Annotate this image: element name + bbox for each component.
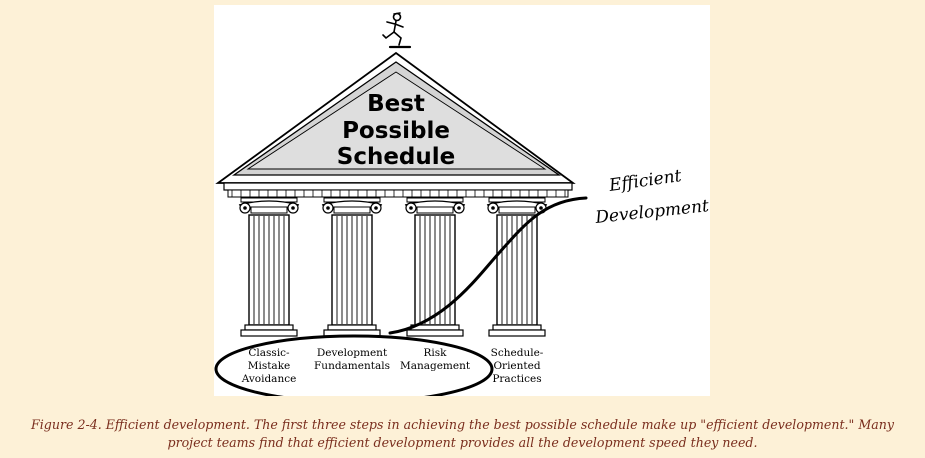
pillar-4-label-line-1: Schedule- bbox=[491, 347, 544, 359]
caption-line-1: Figure 2-4. Efficient development. The f… bbox=[31, 417, 894, 432]
pillar-2-label-line-1: Development bbox=[317, 347, 388, 359]
column-3 bbox=[404, 197, 466, 337]
pillar-2-label-line-2: Fundamentals bbox=[314, 360, 390, 372]
pediment-title-line-3: Schedule bbox=[337, 144, 456, 170]
temple-diagram: Best Possible Schedule Classic-MistakeAv… bbox=[214, 12, 710, 396]
pillar-1-label-line-3: Avoidance bbox=[241, 373, 297, 385]
pediment-title-line-2: Possible bbox=[342, 118, 450, 144]
figure-caption: Figure 2-4. Efficient development. The f… bbox=[10, 416, 915, 452]
pillar-4-label-line-3: Practices bbox=[492, 373, 541, 385]
column-1 bbox=[238, 197, 300, 337]
script-label-line-1: Efficient bbox=[607, 166, 683, 196]
efficient-development-ellipse bbox=[214, 334, 494, 396]
pillar-1-label-line-2: Mistake bbox=[248, 360, 291, 372]
column-2 bbox=[321, 197, 383, 337]
entablature bbox=[223, 182, 573, 198]
pillar-4-label-line-2: Oriented bbox=[493, 360, 540, 372]
pillar-3-label-line-1: Risk bbox=[423, 347, 447, 359]
pillar-3-label-line-2: Management bbox=[400, 360, 471, 372]
pediment bbox=[215, 51, 576, 184]
pediment-title-line-1: Best bbox=[367, 91, 425, 117]
caption-line-2: project teams find that efficient develo… bbox=[167, 435, 758, 450]
pillar-1-label-line-1: Classic- bbox=[248, 347, 290, 359]
columns bbox=[238, 197, 548, 337]
script-label-line-2: Development bbox=[593, 196, 709, 228]
connector-curve bbox=[388, 196, 588, 335]
runner-icon bbox=[382, 12, 412, 49]
column-4 bbox=[486, 197, 548, 337]
